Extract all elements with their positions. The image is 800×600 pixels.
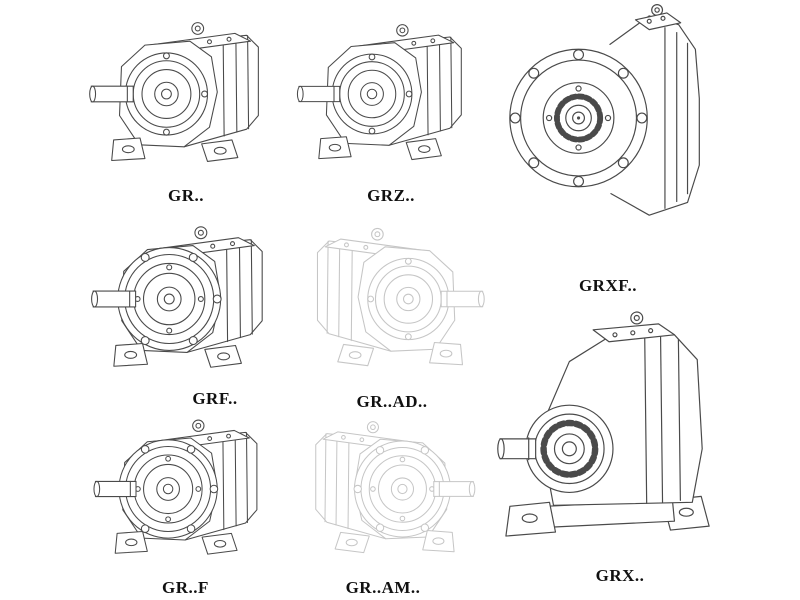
figure-gr <box>88 6 284 182</box>
figure-gr-f <box>90 404 284 574</box>
figure-grz <box>296 6 486 182</box>
model-label-grxf: GRXF.. <box>578 276 638 295</box>
grf-gearbox-drawing <box>90 210 288 388</box>
figure-grx <box>496 302 724 550</box>
model-label-gr: GR.. <box>168 186 204 205</box>
grz-gearbox-drawing <box>296 6 486 182</box>
gr-ad-gearbox-drawing <box>292 212 486 386</box>
gr-am-gearbox-drawing <box>290 406 478 572</box>
figure-grxf <box>500 0 716 236</box>
gr-gearbox-drawing <box>88 6 284 182</box>
model-label-gr-am: GR..AM.. <box>345 578 421 597</box>
figure-gr-am <box>290 406 478 572</box>
model-label-grf: GRF.. <box>192 389 238 408</box>
figure-grf <box>90 210 288 388</box>
grx-gearbox-drawing <box>496 302 724 550</box>
model-label-grz: GRZ.. <box>367 186 415 205</box>
model-label-gr-ad: GR..AD.. <box>356 392 428 411</box>
model-label-gr-f: GR..F <box>162 578 209 597</box>
model-label-grx: GRX.. <box>595 566 645 585</box>
figure-gr-ad <box>292 212 486 386</box>
gr-f-gearbox-drawing <box>90 404 284 574</box>
grxf-gearbox-drawing <box>500 0 716 236</box>
